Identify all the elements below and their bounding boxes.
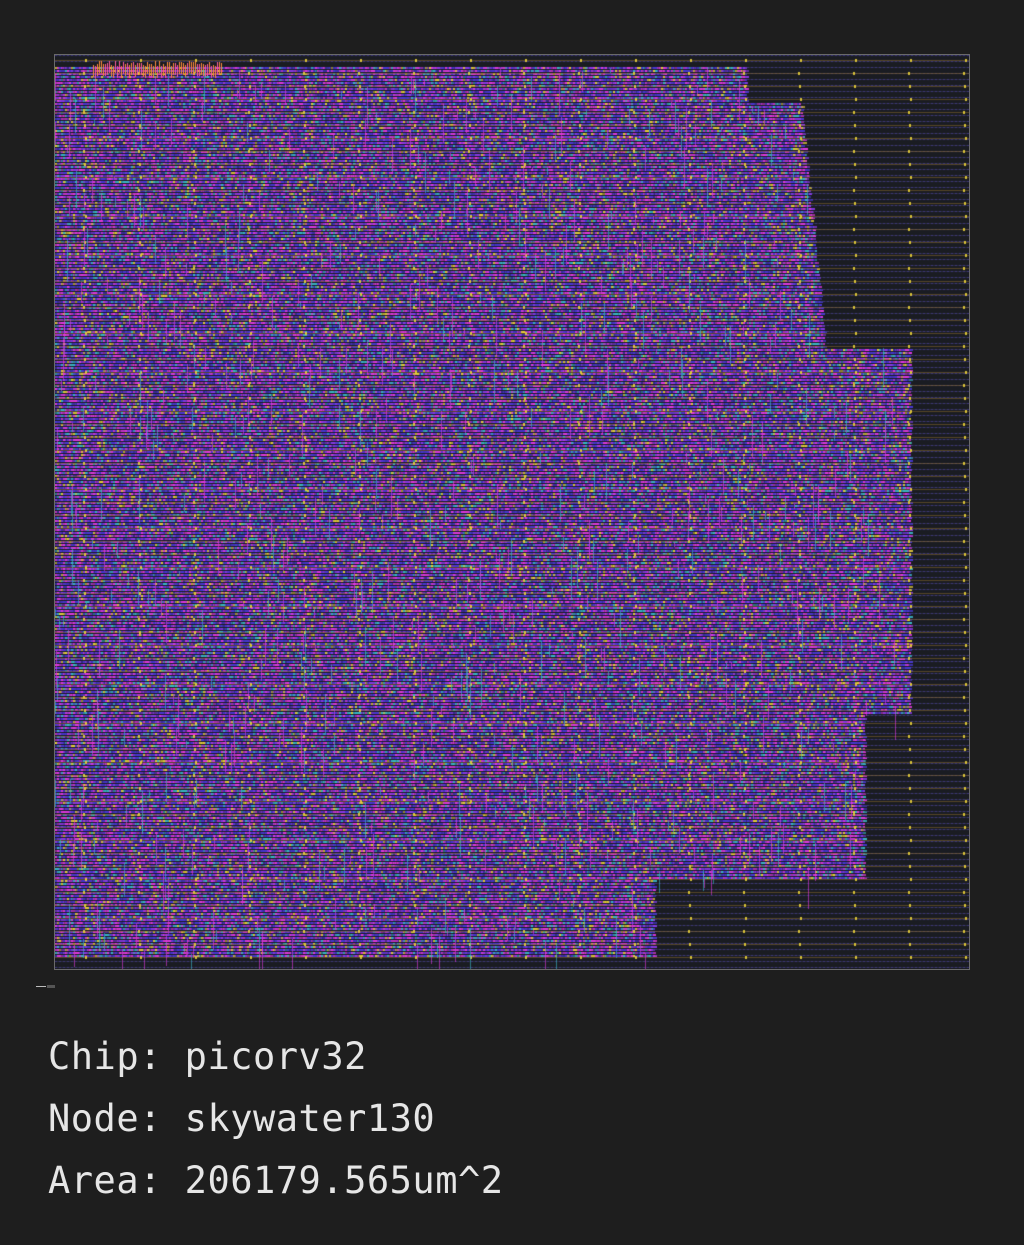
chip-info-panel: Chip: picorv32 Node: skywater130 Area: 2… bbox=[48, 1026, 504, 1212]
scale-bar bbox=[36, 984, 58, 990]
chip-name-row: Chip: picorv32 bbox=[48, 1026, 504, 1088]
process-node: skywater130 bbox=[184, 1097, 436, 1140]
scale-bar-label bbox=[47, 985, 55, 988]
chip-area-row: Area: 206179.565um^2 bbox=[48, 1150, 504, 1212]
process-node-row: Node: skywater130 bbox=[48, 1088, 504, 1150]
chip-layout-view bbox=[54, 54, 970, 970]
chip-layout-render bbox=[55, 55, 969, 969]
chip-area: 206179.565um^2 bbox=[184, 1159, 504, 1202]
area-label: Area: bbox=[48, 1159, 162, 1202]
chip-name: picorv32 bbox=[184, 1035, 367, 1078]
scale-bar-line bbox=[36, 986, 46, 987]
node-label: Node: bbox=[48, 1097, 162, 1140]
chip-label: Chip: bbox=[48, 1035, 162, 1078]
